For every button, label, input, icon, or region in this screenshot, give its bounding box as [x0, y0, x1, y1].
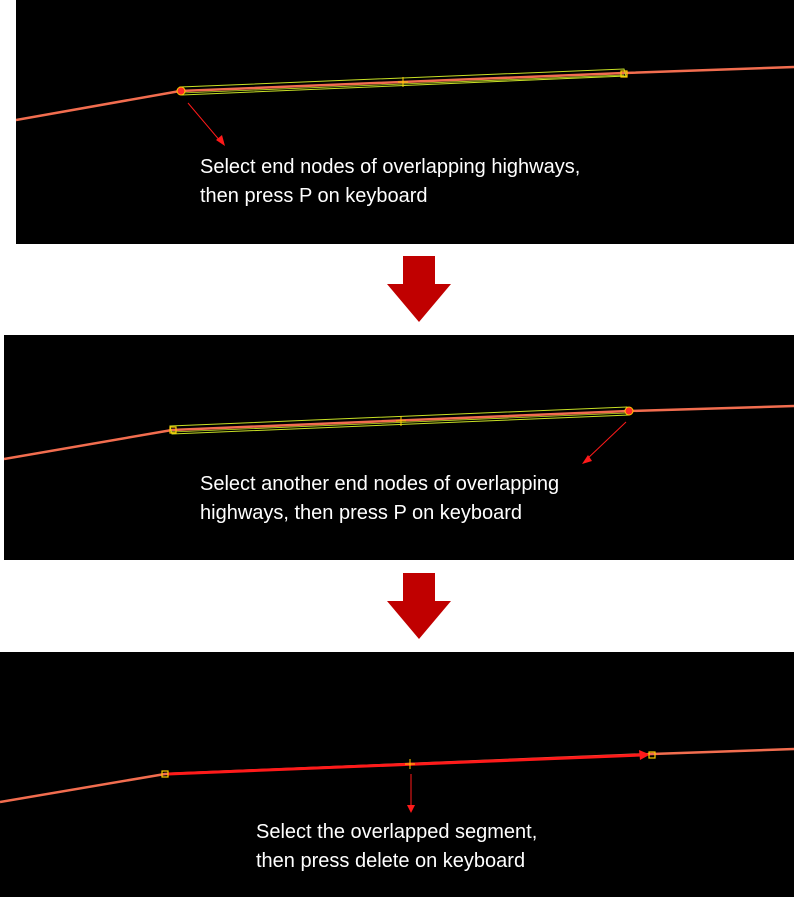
- caption-line-1: Select the overlapped segment,: [256, 821, 538, 843]
- midpoint-cross-icon: [396, 416, 406, 426]
- pointer-arrow: [585, 421, 627, 461]
- midpoint-cross-icon: [398, 77, 408, 87]
- end-node[interactable]: [620, 70, 628, 78]
- step-2-caption: Select another end nodes of overlapping …: [200, 470, 559, 528]
- caption-line-1: Select another end nodes of overlapping: [200, 473, 560, 495]
- highway-line: [0, 747, 794, 804]
- pointer-arrowhead: [582, 455, 592, 464]
- end-node[interactable]: [648, 751, 656, 759]
- step-3-map: [0, 747, 794, 813]
- caption-line-2: highways, then press P on keyboard: [200, 502, 523, 524]
- step-3-caption: Select the overlapped segment, then pres…: [256, 818, 537, 876]
- step-arrow-2-icon: [387, 573, 451, 639]
- caption-line-1: Select end nodes of overlapping highways…: [200, 156, 581, 178]
- segment-direction-arrowhead: [639, 750, 650, 760]
- step-1-panel: Select end nodes of overlapping highways…: [16, 0, 794, 244]
- end-node[interactable]: [161, 770, 169, 778]
- step-1-map: [16, 65, 794, 146]
- pointer-arrow: [187, 102, 222, 143]
- pointer-arrowhead: [216, 135, 225, 146]
- selected-end-node[interactable]: [176, 86, 186, 96]
- step-arrow-1-icon: [387, 256, 451, 322]
- overlap-selection-inner: [171, 412, 628, 433]
- step-2-map: [4, 404, 794, 464]
- highway-line: [4, 404, 794, 461]
- caption-line-2: then press P on keyboard: [200, 185, 428, 207]
- selected-end-node[interactable]: [624, 406, 634, 416]
- highway-line: [16, 65, 794, 122]
- step-2-panel: Select another end nodes of overlapping …: [4, 335, 794, 560]
- pointer-arrowhead: [407, 805, 415, 813]
- step-1-caption: Select end nodes of overlapping highways…: [200, 153, 580, 211]
- caption-line-2: then press delete on keyboard: [256, 850, 526, 872]
- midpoint-cross-icon: [405, 759, 415, 769]
- step-3-panel: Select the overlapped segment, then pres…: [0, 652, 794, 897]
- end-node[interactable]: [169, 426, 177, 434]
